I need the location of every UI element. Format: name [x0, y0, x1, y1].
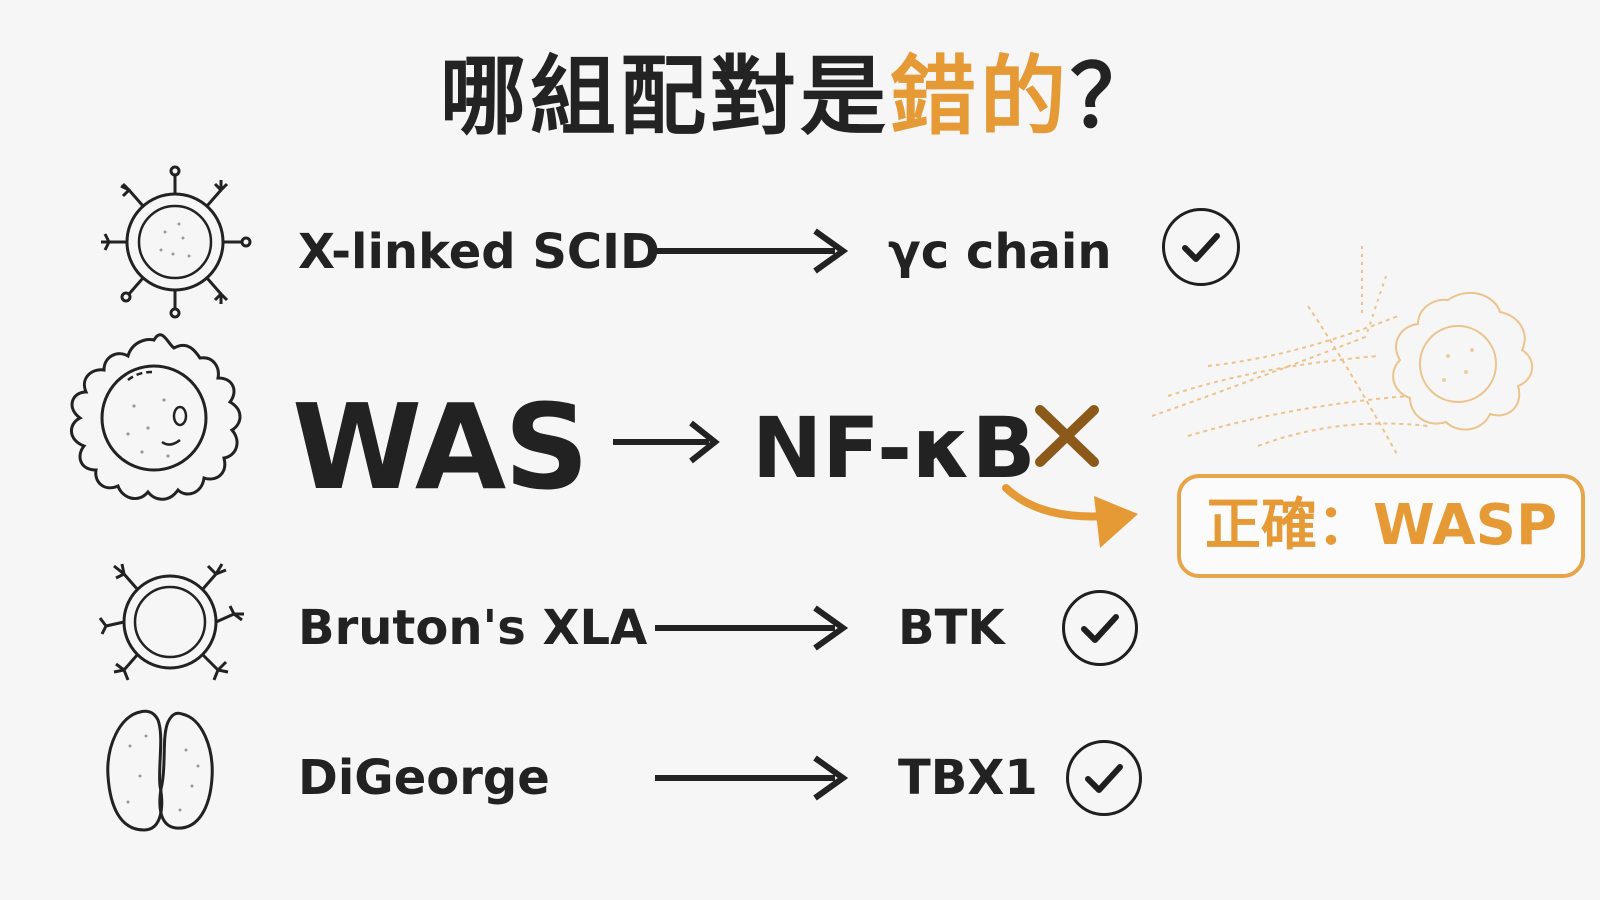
disease-label: Bruton's XLA: [298, 600, 648, 656]
arrow-right-icon: [655, 228, 849, 274]
wrong-gene-label: NF-κB: [752, 399, 1036, 497]
curved-arrow-icon: [1002, 484, 1138, 548]
x-mark-icon: [1035, 405, 1099, 467]
arrow-right-icon: [655, 755, 849, 801]
gene-label: BTK: [898, 600, 1005, 656]
disease-label: X-linked SCID: [298, 224, 660, 280]
question-title: 哪組配對是錯的？: [0, 42, 1600, 152]
lymphocyte-icon: [101, 165, 252, 319]
arrow-right-icon: [655, 605, 849, 651]
gene-label: TBX1: [898, 750, 1038, 806]
disease-label: DiGeorge: [298, 750, 550, 806]
check-circle-icon: [1162, 208, 1240, 286]
platelet-cell-icon: [70, 333, 242, 501]
thymus-icon: [106, 709, 214, 832]
b-cell-icon: [98, 563, 244, 681]
gene-label: γc chain: [888, 224, 1112, 280]
wrong-disease-label: WAS: [292, 378, 589, 516]
actin-filament-cell-icon: [1151, 246, 1533, 457]
title-part-2: ？: [1070, 47, 1160, 147]
title-accent: 錯的: [890, 47, 1070, 147]
title-part-1: 哪組配對是: [440, 47, 890, 147]
check-circle-icon: [1066, 740, 1142, 816]
arrow-right-icon: [613, 420, 720, 464]
check-circle-icon: [1062, 590, 1138, 666]
correction-badge: 正確：WASP: [1177, 474, 1585, 578]
